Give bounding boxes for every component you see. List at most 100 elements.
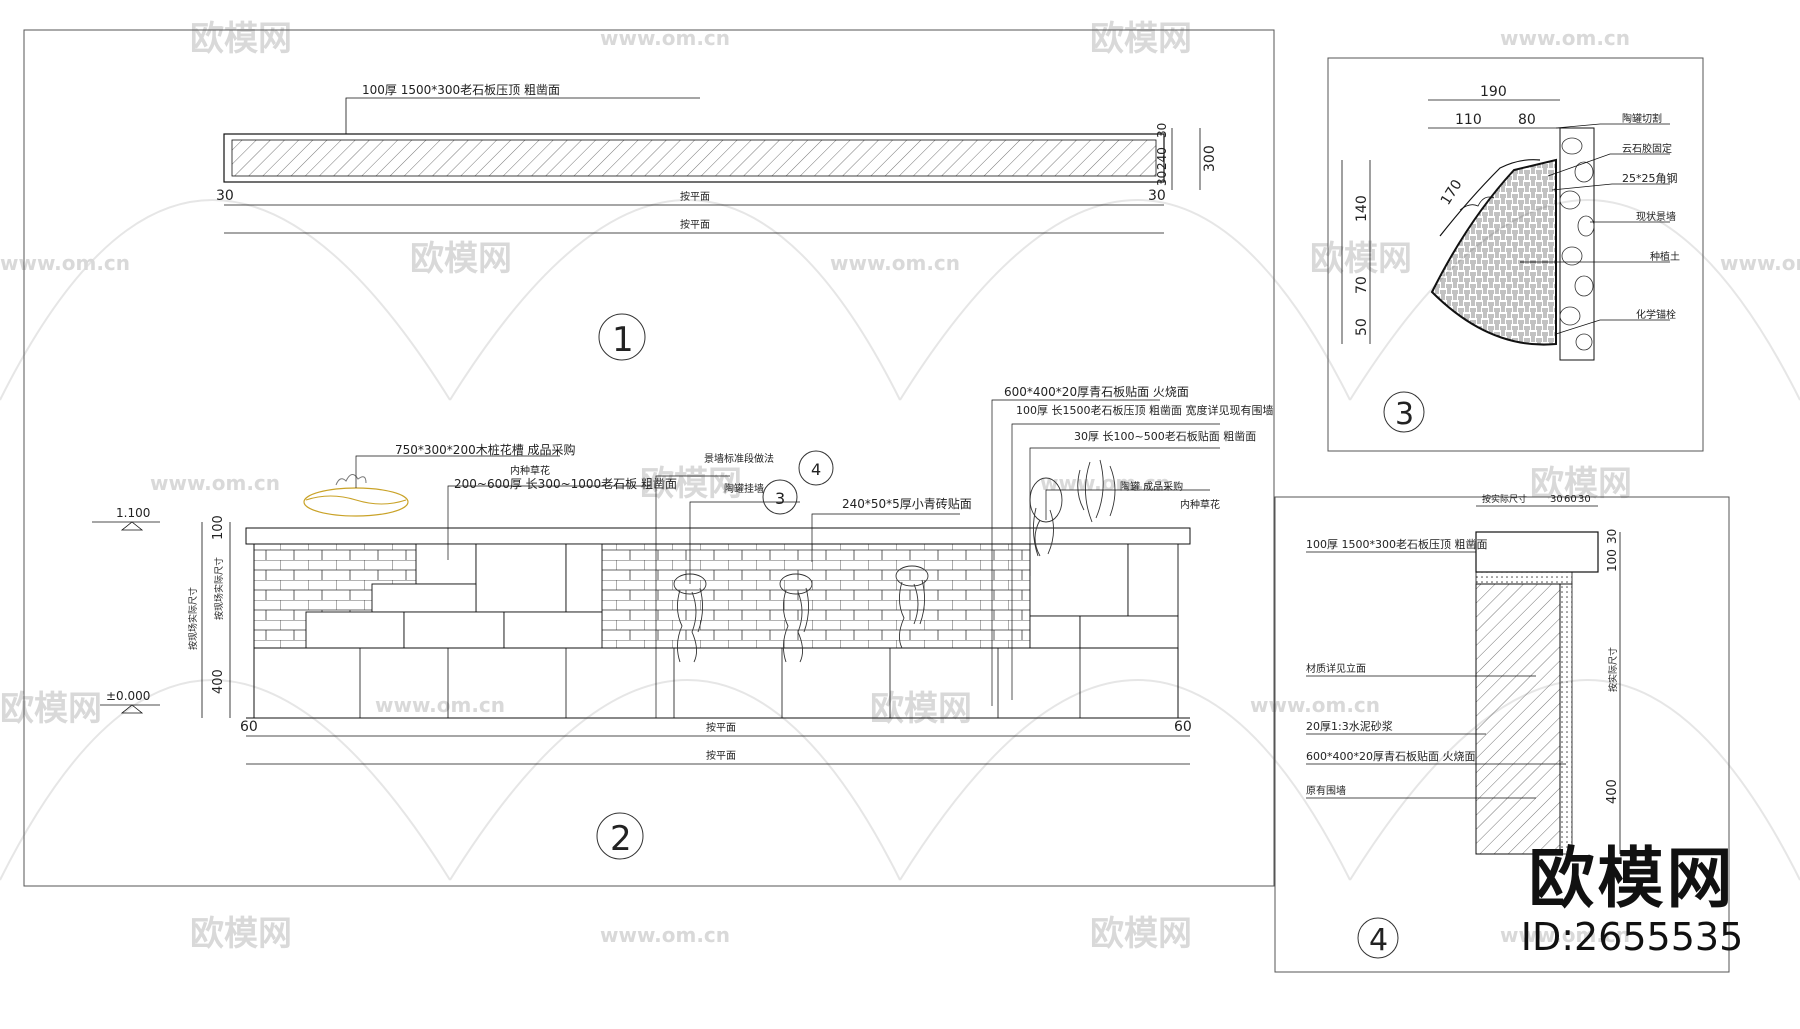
label-brick: 240*50*5厚小青砖贴面 [842,496,972,511]
dim-top-3: 80 [1518,112,1536,128]
label-thin-stone: 30厚 长100~500老石板贴面 粗凿面 [1074,429,1256,443]
pot-section [1430,158,1557,346]
dim-top-2: 60 [1564,494,1577,505]
dim-slope: 170 [1438,177,1466,208]
callout-3-circle [762,479,798,515]
detail-2: 1.100 ±0.000 [92,385,1273,860]
dim-bottom-right: 60 [1174,719,1192,735]
marker-1-circle [598,313,646,361]
label-bluestone: 600*400*20厚青石板贴面 火烧面 [1004,385,1189,399]
dim-left-2: 70 [1354,276,1370,294]
dim-left-text-2: 按现场实际尺寸 [213,557,225,620]
watermark-url: www.om.cn [0,251,130,275]
marker-3: 3 [1395,397,1414,432]
label-pot-wall: 陶罐挂墙 [724,482,764,495]
watermark-logo: 欧模网 [640,464,742,504]
label-marble-glue: 云石胶固定 [1622,142,1672,155]
detail-1: 100厚 1500*300老石板压顶 粗凿面 30 240 30 300 30 … [216,83,1218,361]
label-pot-cut: 陶罐切割 [1622,112,1662,125]
watermark-logo: 欧模网 [1090,19,1192,59]
callout-3: 3 [775,489,785,508]
watermark-url: www.om.cn [375,693,505,717]
watermarks: 欧模网 欧模网 欧模网 欧模网 欧模网 欧模网 欧模网 欧模网 欧模网 欧模网 [0,19,1632,954]
dim-left-1: 100 [211,515,226,540]
detail-4: 按实际尺寸 30 60 30 30 100 按实际尺寸 400 100厚 150… [1306,493,1621,959]
watermark-logo: 欧模网 [190,19,292,59]
watermark-url: www.om.cn [1250,693,1380,717]
watermark-url: www.om.cn [1040,471,1170,495]
dim-right-3: 30 [1155,171,1169,186]
marker-2: 2 [610,819,632,859]
watermark-url: www.om.cn [830,251,960,275]
label-coping-wall: 100厚 长1500老石板压顶 粗凿面 宽度详见现有围墙 [1016,403,1273,417]
dim-right-3: 按实际尺寸 [1607,647,1619,692]
label-veneer: 600*400*20厚青石板贴面 火烧面 [1306,749,1475,763]
dim-left-text-1: 按现场实际尺寸 [187,587,199,650]
watermark-arcs [0,199,1800,881]
dim-bottom-left: 30 [216,188,234,204]
label-mortar: 20厚1:3水泥砂浆 [1306,719,1393,733]
marker-4: 4 [1369,923,1388,958]
span-label-2: 按平面 [680,218,710,231]
label-flowers-right: 内种草花 [1180,498,1220,511]
frame-main [23,29,1275,887]
level-top: 1.100 [116,506,150,520]
marker-3-circle [1383,391,1425,433]
existing-wall-section [1475,583,1561,855]
dim-left-2: 400 [211,669,226,694]
dim-right-2: 240 [1155,147,1169,170]
brand-id: ID:2655535 [1520,915,1744,959]
watermark-logo: 欧模网 [410,239,512,279]
marker-1: 1 [612,320,634,360]
watermark-urls: www.om.cn www.om.cn www.om.cn www.om.cn … [0,26,1800,947]
watermark-url: www.om.cn [1720,251,1800,275]
label-angle-steel: 25*25角钢 [1622,172,1678,185]
dim-right-4: 300 [1202,145,1218,172]
frame-detail-3 [1327,57,1704,452]
dim-right-1: 30 [1605,529,1619,544]
dim-right-1: 30 [1155,123,1169,138]
dim-left-3: 50 [1354,318,1370,336]
label-stone-left: 200~600厚 长300~1000老石板 粗凿面 [454,477,677,491]
marker-2-circle [596,812,644,860]
label-material: 材质详见立面 [1306,662,1366,675]
watermark-logo: 欧模网 [190,914,292,954]
dim-right-4: 400 [1605,779,1620,804]
label-flowers-left: 内种草花 [510,464,550,477]
label-existing-wall: 原有围墙 [1306,784,1346,797]
label-anchor: 化学锚栓 [1636,308,1676,321]
detail-3: 陶罐切割 云石胶固定 25*25角钢 现状景墙 种植土 化学锚栓 190 110… [1341,84,1680,433]
watermark-url: www.om.cn [1500,923,1630,947]
dim-bottom-right: 30 [1148,188,1166,204]
level-bottom: ±0.000 [106,689,150,703]
label-pot: 陶罐 成品采购 [1120,480,1183,493]
label-standard-section: 景墙标准段做法 [704,452,774,465]
marker-4-circle [1357,917,1399,959]
dim-top-2: 110 [1455,112,1482,128]
wall-coping [245,527,1191,545]
dim-top-3: 30 [1578,494,1591,505]
coping-slab-hatch [231,139,1157,177]
brand-logo: 欧模网 [1528,840,1736,917]
label-planter: 750*300*200木桩花槽 成品采购 [395,442,576,457]
watermark-logo: 欧模网 [870,689,972,729]
label-coping: 100厚 1500*300老石板压顶 粗凿面 [362,83,560,97]
wood-planter [303,487,409,517]
watermark-logo: 欧模网 [1310,239,1412,279]
span-label-2: 按平面 [706,749,736,762]
dim-right-2: 100 [1605,549,1619,572]
label-existing-wall: 现状景墙 [1636,210,1676,223]
dim-bottom-left: 60 [240,719,258,735]
leader-line [345,97,700,134]
label-coping: 100厚 1500*300老石板压顶 粗凿面 [1306,537,1487,551]
span-label-1: 按平面 [680,190,710,203]
dim-left-1: 140 [1354,195,1370,222]
hanging-plants [673,459,1116,663]
dim-top-1: 190 [1480,84,1507,100]
span-label-1: 按平面 [706,721,736,734]
watermark-logo: 欧模网 [0,689,102,729]
top-label: 按实际尺寸 [1482,493,1527,505]
dim-top-1: 30 [1550,494,1563,505]
callout-4: 4 [811,460,821,479]
